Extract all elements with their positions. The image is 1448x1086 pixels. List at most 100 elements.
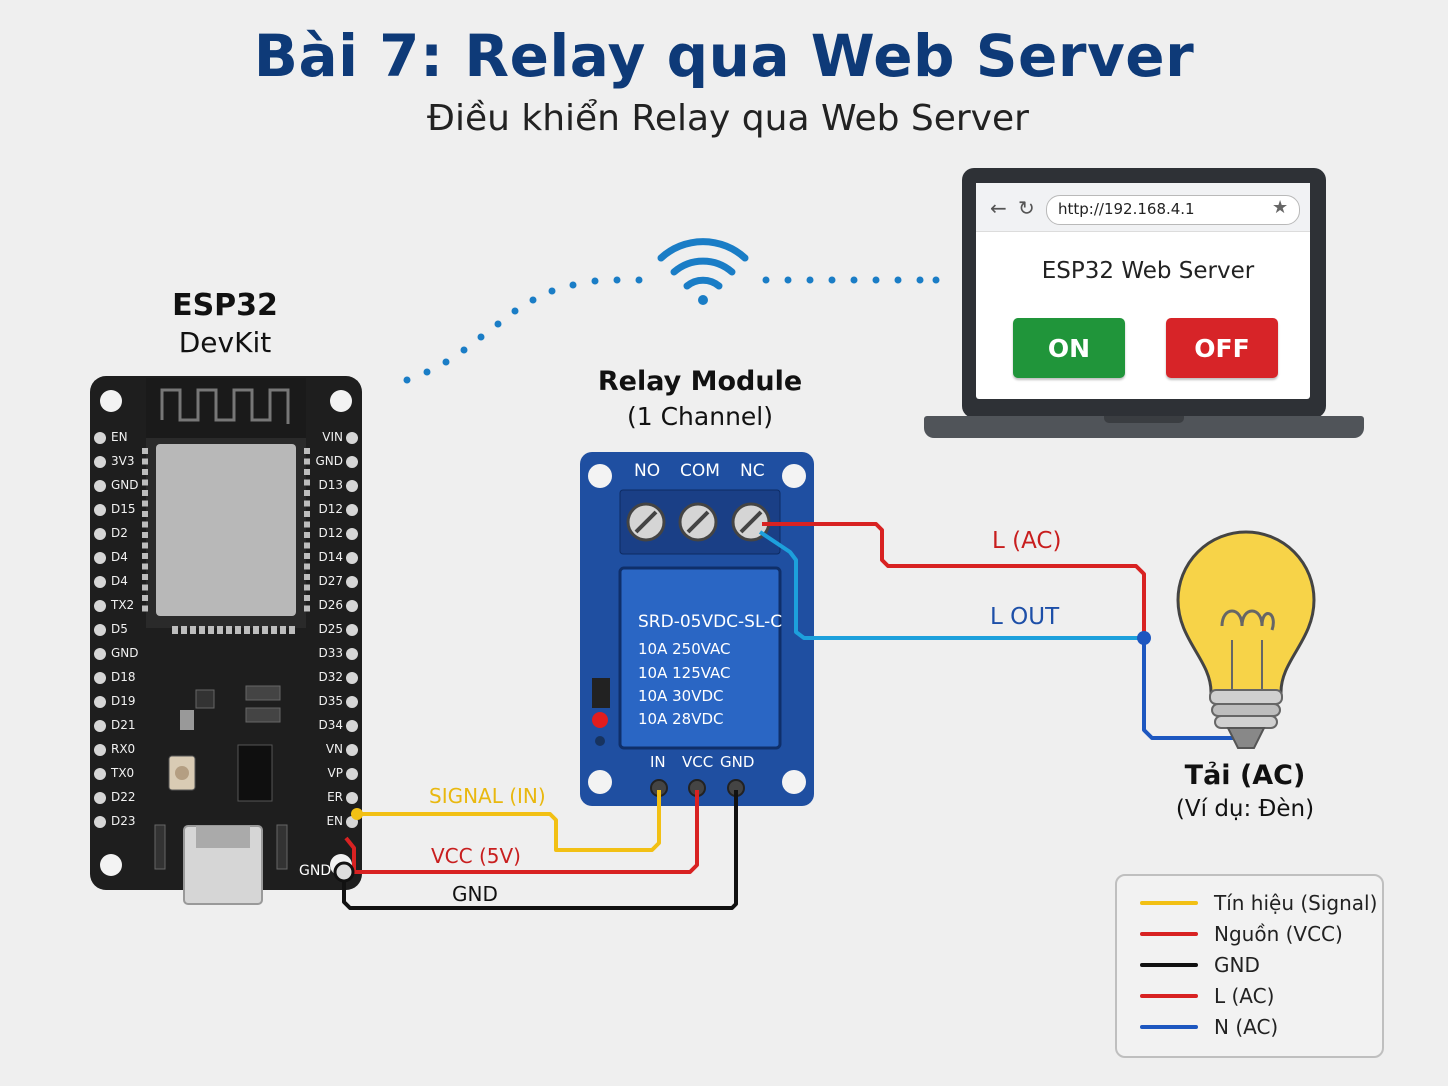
module-pad <box>217 626 223 634</box>
signal-wire-label: SIGNAL (IN) <box>429 784 546 808</box>
web-server-title: ESP32 Web Server <box>1041 258 1255 284</box>
esp32-pin-label: EN <box>326 814 343 828</box>
esp32-pin-l-6 <box>94 576 106 588</box>
wifi-icon <box>657 238 749 305</box>
esp32-pin-l-0 <box>94 432 106 444</box>
relay-pin-label-in: IN <box>650 753 666 771</box>
esp32-gnd-label: GND <box>299 863 332 879</box>
esp32-pin-r-13 <box>346 744 358 756</box>
module-pad <box>280 626 286 634</box>
esp32-pin-l-7 <box>94 600 106 612</box>
reload-icon[interactable]: ↻ <box>1018 196 1035 220</box>
gnd-pin-dot <box>333 861 355 883</box>
esp32-pin-r-9 <box>346 648 358 660</box>
esp32-pin-l-5 <box>94 552 106 564</box>
esp32-pin-l-8 <box>94 624 106 636</box>
esp32-pin-label: TX2 <box>111 598 135 612</box>
legend-item: Nguồn (VCC) <box>1140 919 1343 949</box>
legend-swatch <box>1140 932 1198 936</box>
module-pad <box>142 574 148 580</box>
module-pad <box>142 605 148 612</box>
esp32-pin-label: D25 <box>318 622 343 636</box>
esp32-pin-l-12 <box>94 720 106 732</box>
esp32-pin-label: D26 <box>318 598 343 612</box>
relay-spec-line: 10A 125VAC <box>638 664 731 682</box>
back-arrow-icon[interactable]: ← <box>990 196 1007 220</box>
relay-pin-label-vcc: VCC <box>682 753 714 771</box>
esp32-pin-r-2 <box>346 480 358 492</box>
module-pad <box>304 595 310 601</box>
module-pad <box>142 479 148 486</box>
star-icon[interactable]: ★ <box>1272 197 1289 218</box>
page-title: Bài 7: Relay qua Web Server <box>253 22 1195 90</box>
esp32-pin-r-0 <box>346 432 358 444</box>
module-pad <box>289 626 295 634</box>
module-pad <box>172 626 178 634</box>
module-pad <box>142 563 148 570</box>
module-pad <box>142 553 148 559</box>
load-subtitle: (Ví dụ: Đèn) <box>1175 796 1315 822</box>
screw-terminal-com <box>678 502 718 542</box>
esp32-pin-label: VP <box>327 766 343 780</box>
module-pad <box>235 626 241 634</box>
esp32-pin-l-16 <box>94 816 106 828</box>
terminal-label-com: COM <box>680 461 720 481</box>
legend-swatch <box>1140 901 1198 905</box>
module-pad <box>244 626 250 634</box>
esp32-pin-r-3 <box>346 504 358 516</box>
esp32-pin-label: GND <box>111 478 139 492</box>
module-pad <box>199 626 205 634</box>
module-pad <box>142 511 148 517</box>
legend-label: GND <box>1214 953 1260 977</box>
page-subtitle: Điều khiển Relay qua Web Server <box>427 98 1029 139</box>
esp32-pin-headers <box>94 432 358 828</box>
esp32-pin-l-3 <box>94 504 106 516</box>
esp32-pin-r-5 <box>346 552 358 564</box>
terminal-label-nc: NC <box>740 461 765 481</box>
on-button[interactable]: ON <box>1013 318 1125 378</box>
esp32-pin-label: 3V3 <box>111 454 135 468</box>
legend-label: N (AC) <box>1214 1015 1279 1039</box>
module-pad <box>304 448 310 454</box>
esp32-pin-label: GND <box>315 454 343 468</box>
esp32-pin-r-15 <box>346 792 358 804</box>
screw-terminals <box>626 502 771 542</box>
gnd-wire-label: GND <box>452 882 498 906</box>
legend-swatch <box>1140 1025 1198 1029</box>
legend-swatch <box>1140 963 1198 967</box>
relay-spec-model: SRD-05VDC-SL-C <box>638 612 783 632</box>
module-pad <box>304 532 310 538</box>
esp32-subtitle: DevKit <box>178 326 272 359</box>
l-ac-wire <box>762 522 1146 638</box>
url-bar[interactable] <box>1046 195 1300 225</box>
esp32-pin-label: RX0 <box>111 742 136 756</box>
signal-pin-dot <box>351 808 363 820</box>
load-title: Tải (AC) <box>1184 760 1306 791</box>
off-button[interactable]: OFF <box>1166 318 1278 378</box>
esp32-pin-label: D12 <box>318 526 343 540</box>
esp32-pin-l-11 <box>94 696 106 708</box>
esp32-pin-label: D5 <box>111 622 128 636</box>
relay-input-pins <box>650 779 745 797</box>
esp32-pin-label: VIN <box>322 430 343 444</box>
esp32-pin-label: ER <box>327 790 343 804</box>
esp32-pin-label: D21 <box>111 718 136 732</box>
esp32-pin-r-6 <box>346 576 358 588</box>
relay-spec-line: 10A 30VDC <box>638 687 724 705</box>
relay-pin-label-gnd: GND <box>720 753 755 771</box>
legend-item: N (AC) <box>1140 1012 1278 1042</box>
legend-label: L (AC) <box>1214 984 1275 1008</box>
esp32-pin-l-13 <box>94 744 106 756</box>
esp32-pin-label: D12 <box>318 502 343 516</box>
module-pad <box>142 448 148 454</box>
esp32-pin-r-10 <box>346 672 358 684</box>
module-pad <box>142 458 148 465</box>
module-pad <box>208 626 214 634</box>
esp32-pin-l-1 <box>94 456 106 468</box>
esp32-pin-l-10 <box>94 672 106 684</box>
esp32-pin-l-4 <box>94 528 106 540</box>
esp32-pin-l-2 <box>94 480 106 492</box>
legend-label: Tín hiệu (Signal) <box>1214 891 1378 915</box>
module-pad <box>142 500 148 507</box>
l-ac-wire-label: L (AC) <box>992 528 1062 554</box>
